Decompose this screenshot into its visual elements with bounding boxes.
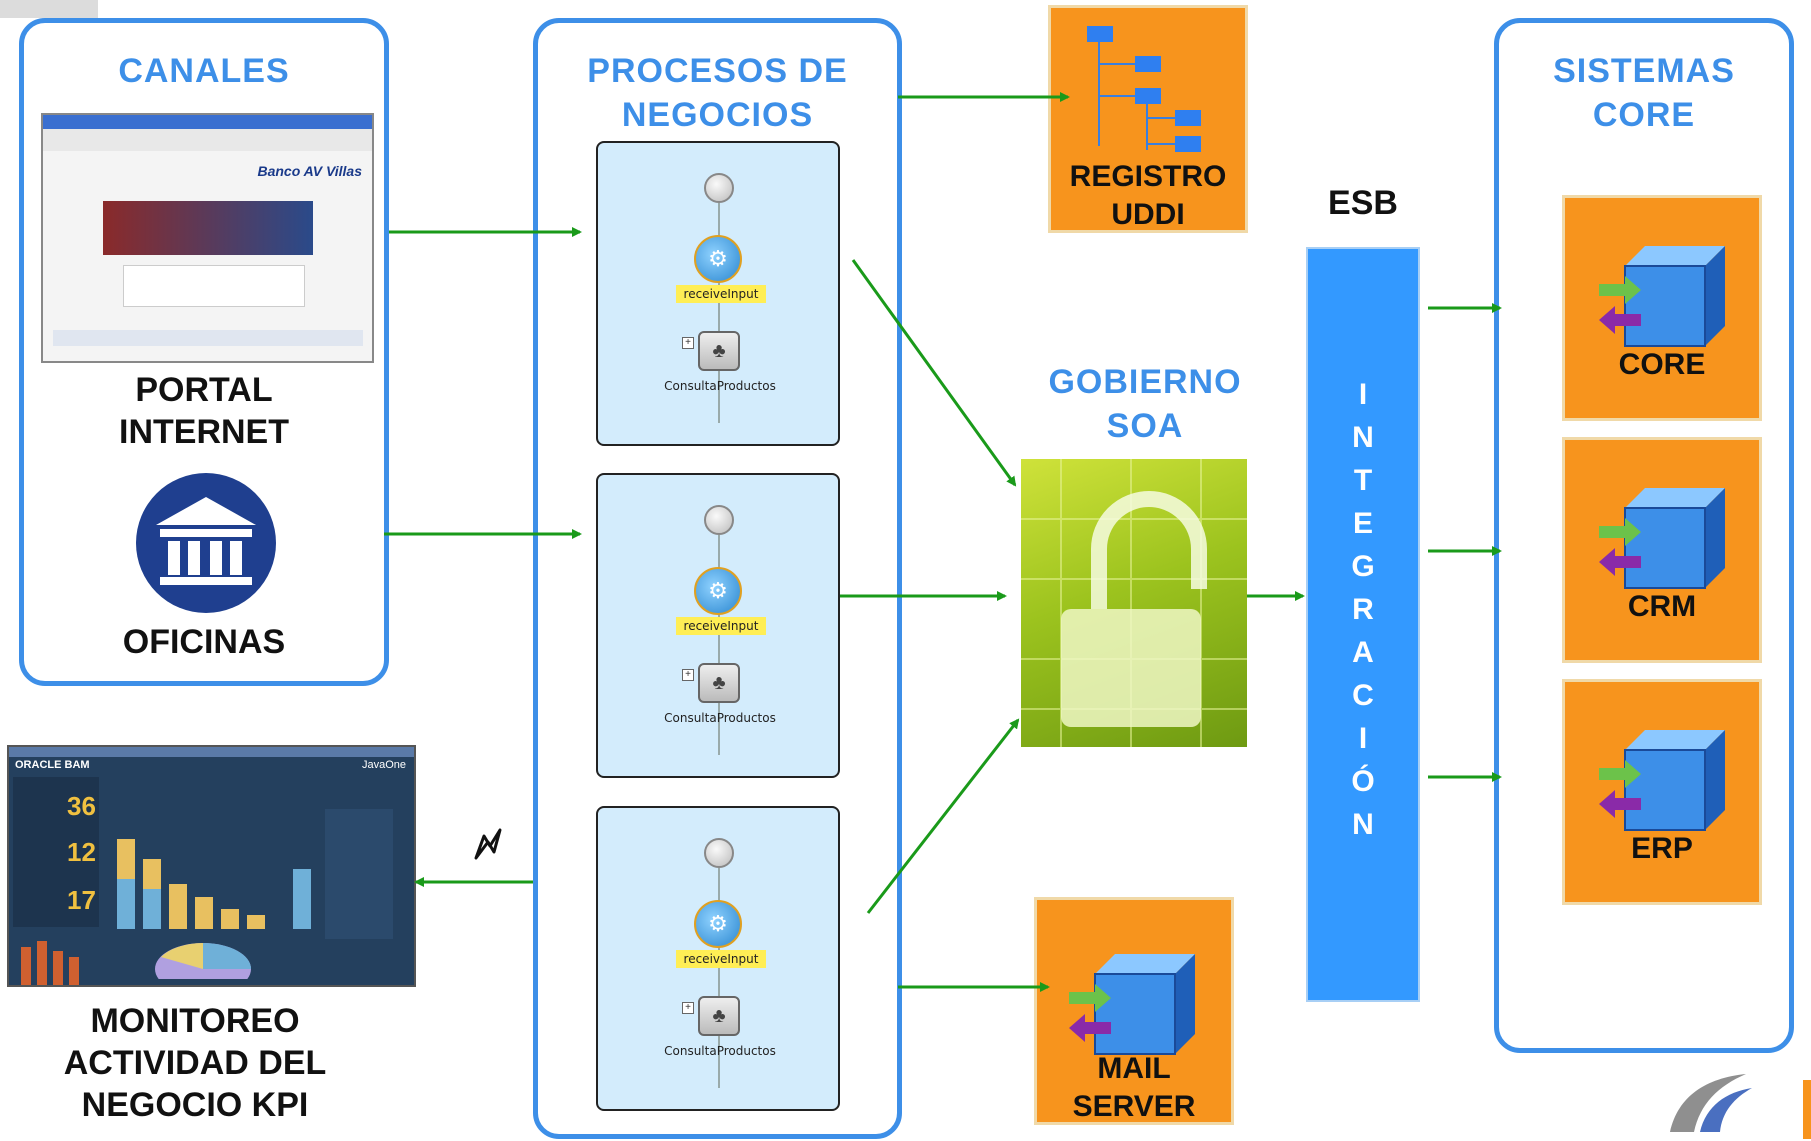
expand-icon: + [682,1002,694,1014]
start-event-icon [704,505,734,535]
receive-gear-icon: ⚙ [694,567,742,615]
oficinas-label: OFICINAS [122,623,286,661]
lightning-icon [472,826,506,862]
gobierno-soa-title: GOBIERNO SOA [1048,363,1242,445]
kpi-value: 36 [67,791,96,821]
kpi-value: 17 [67,885,96,915]
receive-gear-icon: ⚙ [694,900,742,948]
corner-tab [0,0,98,18]
portal-brand: Banco AV Villas [257,163,362,179]
bam-dashboard-screenshot: ORACLE BAM JavaOne 36 12 17 [7,745,416,987]
server-cube-icon [1599,488,1725,589]
bank-building-icon [126,473,286,613]
start-event-icon [704,838,734,868]
server-cube-icon [1599,246,1725,347]
system-box-crm: CRM [1562,437,1762,663]
system-label: CORE [1618,348,1706,381]
server-cube-icon [1599,730,1725,831]
process-box: ⚙ receiveInput + ♣ ConsultaProductos [596,473,840,778]
procesos-title: PROCESOS DE NEGOCIOS [587,52,848,134]
receive-input-label: receiveInput [676,285,766,303]
sistemas-core-title: SISTEMAS CORE [1553,52,1735,134]
kpi-value: 12 [67,837,96,867]
integracion-label: I N T E G R A C I Ó N [1351,378,1375,841]
canales-panel: CANALES Banco AV Villas PORTAL INTERNET … [19,18,389,686]
system-label: ERP [1631,832,1693,865]
server-cube-icon [1069,954,1195,1055]
system-box-erp: ERP [1562,679,1762,905]
arrow [851,259,1017,487]
receive-input-label: receiveInput [676,950,766,968]
orange-corner-block [1803,1080,1811,1139]
portal-internet-screenshot: Banco AV Villas [41,113,374,363]
receive-gear-icon: ⚙ [694,235,742,283]
integracion-bus: I N T E G R A C I Ó N [1306,247,1420,1002]
dashboard-brand: ORACLE BAM [15,759,90,771]
system-box-core: CORE [1562,195,1762,421]
activity-label: ConsultaProductos [664,711,776,725]
expand-icon: + [682,669,694,681]
canales-title: CANALES [118,52,290,90]
activity-icon: ♣ [698,996,740,1036]
portal-internet-label: PORTAL INTERNET [119,371,289,451]
mail-server-box: MAIL SERVER [1034,897,1234,1125]
process-box: ⚙ receiveInput + ♣ ConsultaProductos [596,141,840,446]
receive-input-label: receiveInput [676,617,766,635]
process-box: ⚙ receiveInput + ♣ ConsultaProductos [596,806,840,1111]
esb-label: ESB [1328,184,1398,222]
monitoreo-label: MONITOREO ACTIVIDAD DEL NEGOCIO KPI [63,1002,327,1124]
activity-label: ConsultaProductos [664,1044,776,1058]
padlock-image [1021,459,1247,747]
activity-icon: ♣ [698,331,740,371]
activity-icon: ♣ [698,663,740,703]
registro-uddi-box: REGISTRO UDDI [1048,5,1248,233]
registro-uddi-label: REGISTRO UDDI [1069,160,1227,231]
company-logo [1660,1070,1760,1136]
system-label: CRM [1627,590,1697,623]
expand-icon: + [682,337,694,349]
activity-label: ConsultaProductos [664,379,776,393]
arrow [866,718,1020,914]
dashboard-product: JavaOne [361,759,406,771]
start-event-icon [704,173,734,203]
mail-server-label: MAIL SERVER [1072,1052,1196,1123]
tree-hierarchy-icon [1087,26,1201,152]
